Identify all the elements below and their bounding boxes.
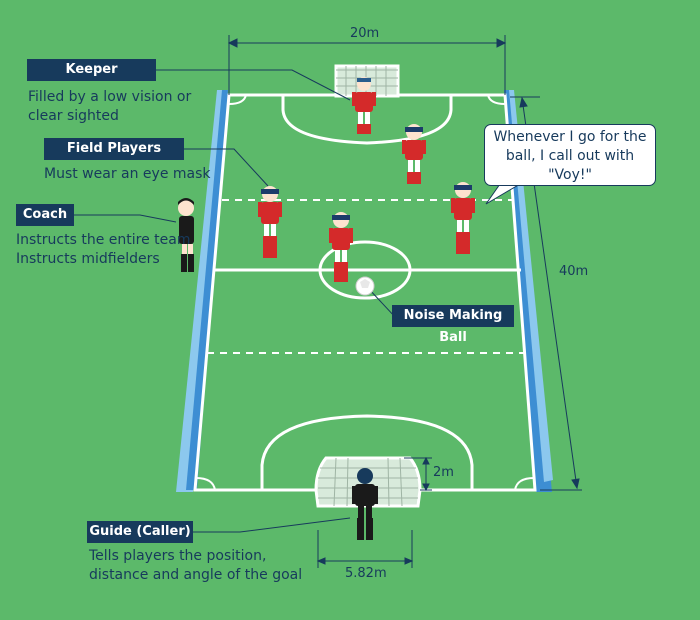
goal-height-value: 2m (433, 465, 454, 480)
corner-arc (228, 94, 247, 105)
keeper-desc-line: clear sighted (28, 108, 119, 124)
field-player-figure (258, 186, 282, 258)
speech-bubble: Whenever I go for the ball, I call out w… (484, 124, 656, 186)
pitch-length-value: 40m (559, 264, 589, 279)
field-players-description: Must wear an eye mask (44, 165, 211, 184)
keeper-description: Filled by a low vision or clear sighted (28, 88, 191, 126)
coach-figure (178, 198, 194, 272)
field-player-figure (402, 124, 426, 184)
speech-line: "Voy!" (548, 167, 592, 183)
guide-desc-line: Tells players the position, (89, 548, 267, 564)
keeper-figure (352, 77, 376, 134)
guide-leader-line (193, 517, 351, 533)
field-players-label: Field Players (44, 138, 184, 160)
guide-label: Guide (Caller) (87, 521, 193, 543)
center-circle (318, 240, 412, 300)
goal-width-value: 5.82m (345, 566, 387, 581)
corner-arc (514, 477, 535, 491)
speech-line: Whenever I go for the (493, 129, 647, 145)
bottom-penalty-area (260, 414, 474, 490)
coach-leader-line (74, 214, 177, 223)
coach-description: Instructs the entire team Instructs midf… (16, 231, 190, 269)
field-player-figure (329, 212, 353, 282)
left-sideboard-face (186, 90, 228, 490)
noise-ball-label: Noise Making Ball (392, 305, 514, 345)
guide-figure (352, 468, 378, 540)
coach-desc-line: Instructs midfielders (16, 251, 160, 267)
field-players-leader-line (184, 148, 269, 187)
coach-desc-line: Instructs the entire team (16, 232, 191, 248)
field-player-figure (451, 182, 475, 254)
pitch-boundary (193, 93, 537, 492)
ball-icon (355, 276, 375, 296)
pitch-width-value: 20m (350, 26, 380, 41)
width-dimension-line (227, 35, 507, 95)
goal-height-dimension-line (404, 456, 432, 492)
keeper-desc-line: Filled by a low vision or (28, 89, 192, 105)
keeper-label: Keeper (27, 59, 156, 81)
field-players-desc-line: Must wear an eye mask (44, 166, 211, 182)
top-penalty-area (281, 95, 453, 145)
ball-leader-line (367, 287, 397, 319)
corner-arc (487, 94, 506, 105)
guide-desc-line: distance and angle of the goal (89, 567, 303, 583)
goal-width-dimension-line (316, 530, 414, 568)
keeper-leader-line (156, 69, 351, 101)
right-sideboard-face (509, 90, 553, 482)
coach-label: Coach (16, 204, 74, 226)
corner-arc (195, 477, 216, 491)
speech-line: ball, I call out with (505, 148, 635, 164)
guide-description: Tells players the position, distance and… (89, 547, 302, 585)
